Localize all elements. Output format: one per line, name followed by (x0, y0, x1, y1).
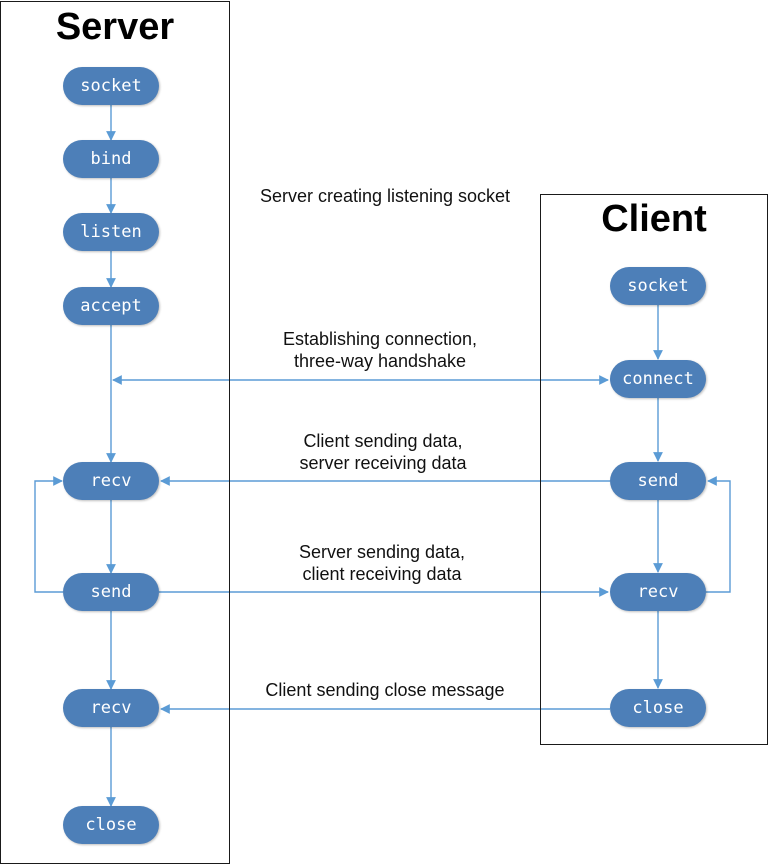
server-swimlane (0, 1, 230, 864)
server-send-node: send (63, 573, 159, 611)
server-lane-title: Server (55, 6, 175, 48)
server-recv-close-node: recv (63, 689, 159, 727)
client-send-label-line1: Client sending data, (303, 431, 463, 451)
server-recv-node: recv (63, 462, 159, 500)
server-send-label-line2: client receiving data (302, 564, 462, 584)
client-send-node: send (610, 462, 706, 500)
client-recv-node: recv (610, 573, 706, 611)
server-close-node: close (63, 806, 159, 844)
server-bind-node: bind (63, 140, 159, 178)
handshake-label: Establishing connection, three-way hands… (230, 328, 530, 372)
server-send-label: Server sending data, client receiving da… (232, 541, 532, 585)
client-swimlane (540, 194, 768, 745)
server-send-label-line1: Server sending data, (298, 542, 466, 562)
client-close-node: close (610, 689, 706, 727)
server-accept-node: accept (63, 287, 159, 325)
client-lane-title: Client (601, 198, 707, 240)
client-send-label: Client sending data, server receiving da… (233, 430, 533, 474)
server-socket-node: socket (63, 67, 159, 105)
client-send-label-line2: server receiving data (299, 453, 467, 473)
handshake-label-line1: Establishing connection, (282, 329, 478, 349)
client-loop-arrow (706, 476, 731, 593)
client-connect-node: connect (610, 360, 706, 398)
client-socket-node: socket (610, 267, 706, 305)
handshake-label-line2: three-way handshake (293, 351, 467, 371)
server-loop-arrow (34, 476, 63, 593)
listening-socket-label: Server creating listening socket (259, 186, 511, 206)
close-message-label: Client sending close message (265, 680, 505, 700)
server-listen-node: listen (63, 213, 159, 251)
